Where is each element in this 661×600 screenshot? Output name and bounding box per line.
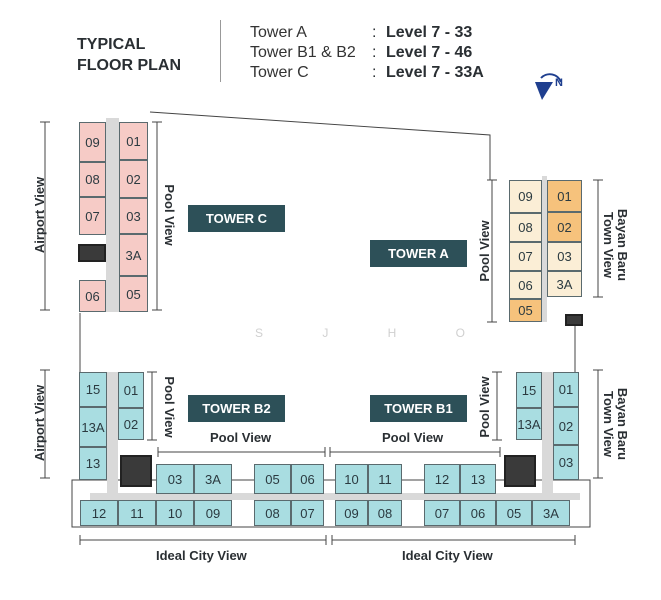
tower-a-label: TOWER A [370,240,467,267]
lift-core [504,455,536,487]
page-title: TYPICAL FLOOR PLAN [77,34,181,76]
unit[interactable]: 05 [509,299,542,322]
unit[interactable]: 03 [553,445,579,480]
unit[interactable]: 07 [424,500,460,526]
pool-view-label: Pool View [210,430,272,445]
unit[interactable]: 3A [547,271,582,297]
podium-outline [71,479,591,528]
ideal-city-view-label: Ideal City View [402,548,493,563]
unit[interactable]: 03 [119,198,148,234]
title-line: TYPICAL [77,36,146,53]
unit[interactable]: 01 [553,372,579,407]
pool-view-label: Pool View [477,376,492,438]
pool-view-label: Pool View [162,376,177,438]
pool-view-label: Pool View [477,220,492,282]
airport-view-label: Airport View [32,384,47,462]
view-line: Town View [601,391,616,457]
unit[interactable]: 06 [460,500,496,526]
lift-core [565,314,583,326]
unit[interactable]: 07 [291,500,324,526]
unit[interactable]: 3A [119,234,148,276]
unit[interactable]: 02 [547,212,582,242]
unit[interactable]: 09 [79,122,106,162]
unit[interactable]: 11 [368,464,402,494]
tower-c-label: TOWER C [188,205,285,232]
tower-b1-label: TOWER B1 [370,395,467,422]
unit[interactable]: 12 [80,500,118,526]
unit[interactable]: 02 [118,408,144,440]
title-line: FLOOR PLAN [77,57,181,74]
separator: : [372,44,377,61]
unit[interactable]: 07 [79,197,106,235]
view-line: Bayan Baru [615,208,630,282]
unit[interactable]: 07 [509,242,542,271]
unit[interactable]: 3A [194,464,232,494]
corridor [90,493,580,500]
tower-name: Tower A [250,24,307,41]
unit[interactable]: 3A [532,500,570,526]
level-range: Level 7 - 46 [386,44,473,61]
site-boundary [149,111,491,180]
unit[interactable]: 05 [496,500,532,526]
unit[interactable]: 02 [119,160,148,198]
unit[interactable]: 12 [424,464,460,494]
view-line: Town View [601,212,616,278]
unit[interactable]: 05 [254,464,291,494]
unit[interactable]: 03 [156,464,194,494]
unit[interactable]: 09 [194,500,232,526]
corridor [106,118,119,312]
tower-b2-label: TOWER B2 [188,395,285,422]
pool-view-label: Pool View [382,430,444,445]
corridor [542,176,547,322]
view-line: Bayan Baru [615,387,630,461]
watermark: S J H O [255,326,494,340]
separator: : [372,24,377,41]
unit[interactable]: 08 [79,162,106,197]
unit[interactable]: 15 [516,372,542,408]
tower-name: Tower B1 & B2 [250,44,356,61]
unit[interactable]: 13A [79,407,107,447]
level-range: Level 7 - 33A [386,64,484,81]
compass-letter: N [555,77,563,89]
airport-view-label: Airport View [32,176,47,254]
unit[interactable]: 06 [509,271,542,299]
unit[interactable]: 09 [335,500,368,526]
lift-core [120,455,152,487]
unit[interactable]: 01 [118,372,144,408]
unit[interactable]: 02 [553,407,579,445]
unit[interactable]: 13 [79,447,107,480]
unit[interactable]: 10 [335,464,368,494]
unit[interactable]: 01 [119,122,148,160]
corridor [542,372,553,494]
unit[interactable]: 11 [118,500,156,526]
unit[interactable]: 13A [516,408,542,440]
pool-view-label: Pool View [162,184,177,246]
unit[interactable]: 01 [547,180,582,212]
unit[interactable]: 06 [79,280,106,312]
unit[interactable]: 15 [79,372,107,407]
lift-core [78,244,106,262]
unit[interactable]: 06 [291,464,324,494]
unit[interactable]: 09 [509,180,542,213]
tower-name: Tower C [250,64,309,81]
level-range: Level 7 - 33 [386,24,473,41]
ideal-city-view-label: Ideal City View [156,548,247,563]
corridor [107,372,118,494]
north-compass-icon: N [533,72,567,102]
divider [220,20,221,82]
unit[interactable]: 03 [547,242,582,271]
unit[interactable]: 05 [119,276,148,312]
unit[interactable]: 08 [254,500,291,526]
unit[interactable]: 08 [509,213,542,242]
unit[interactable]: 10 [156,500,194,526]
separator: : [372,64,377,81]
unit[interactable]: 13 [460,464,496,494]
unit[interactable]: 08 [368,500,402,526]
